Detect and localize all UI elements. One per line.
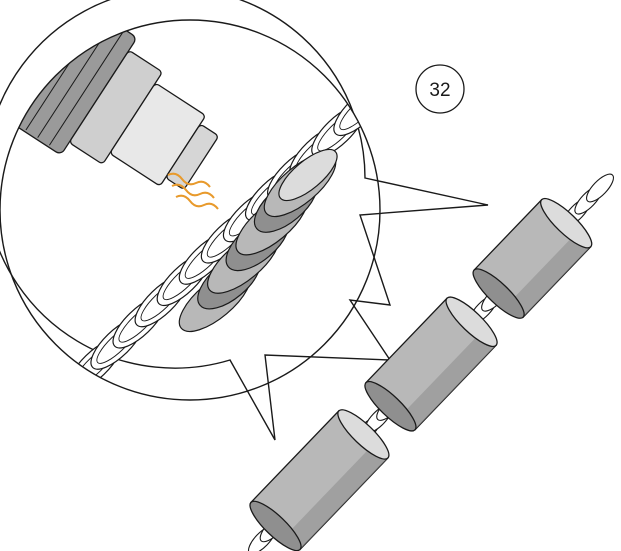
- assembly-spring-coil: [582, 170, 617, 206]
- step-number: 32: [429, 80, 450, 101]
- step-badge: 32: [416, 65, 464, 113]
